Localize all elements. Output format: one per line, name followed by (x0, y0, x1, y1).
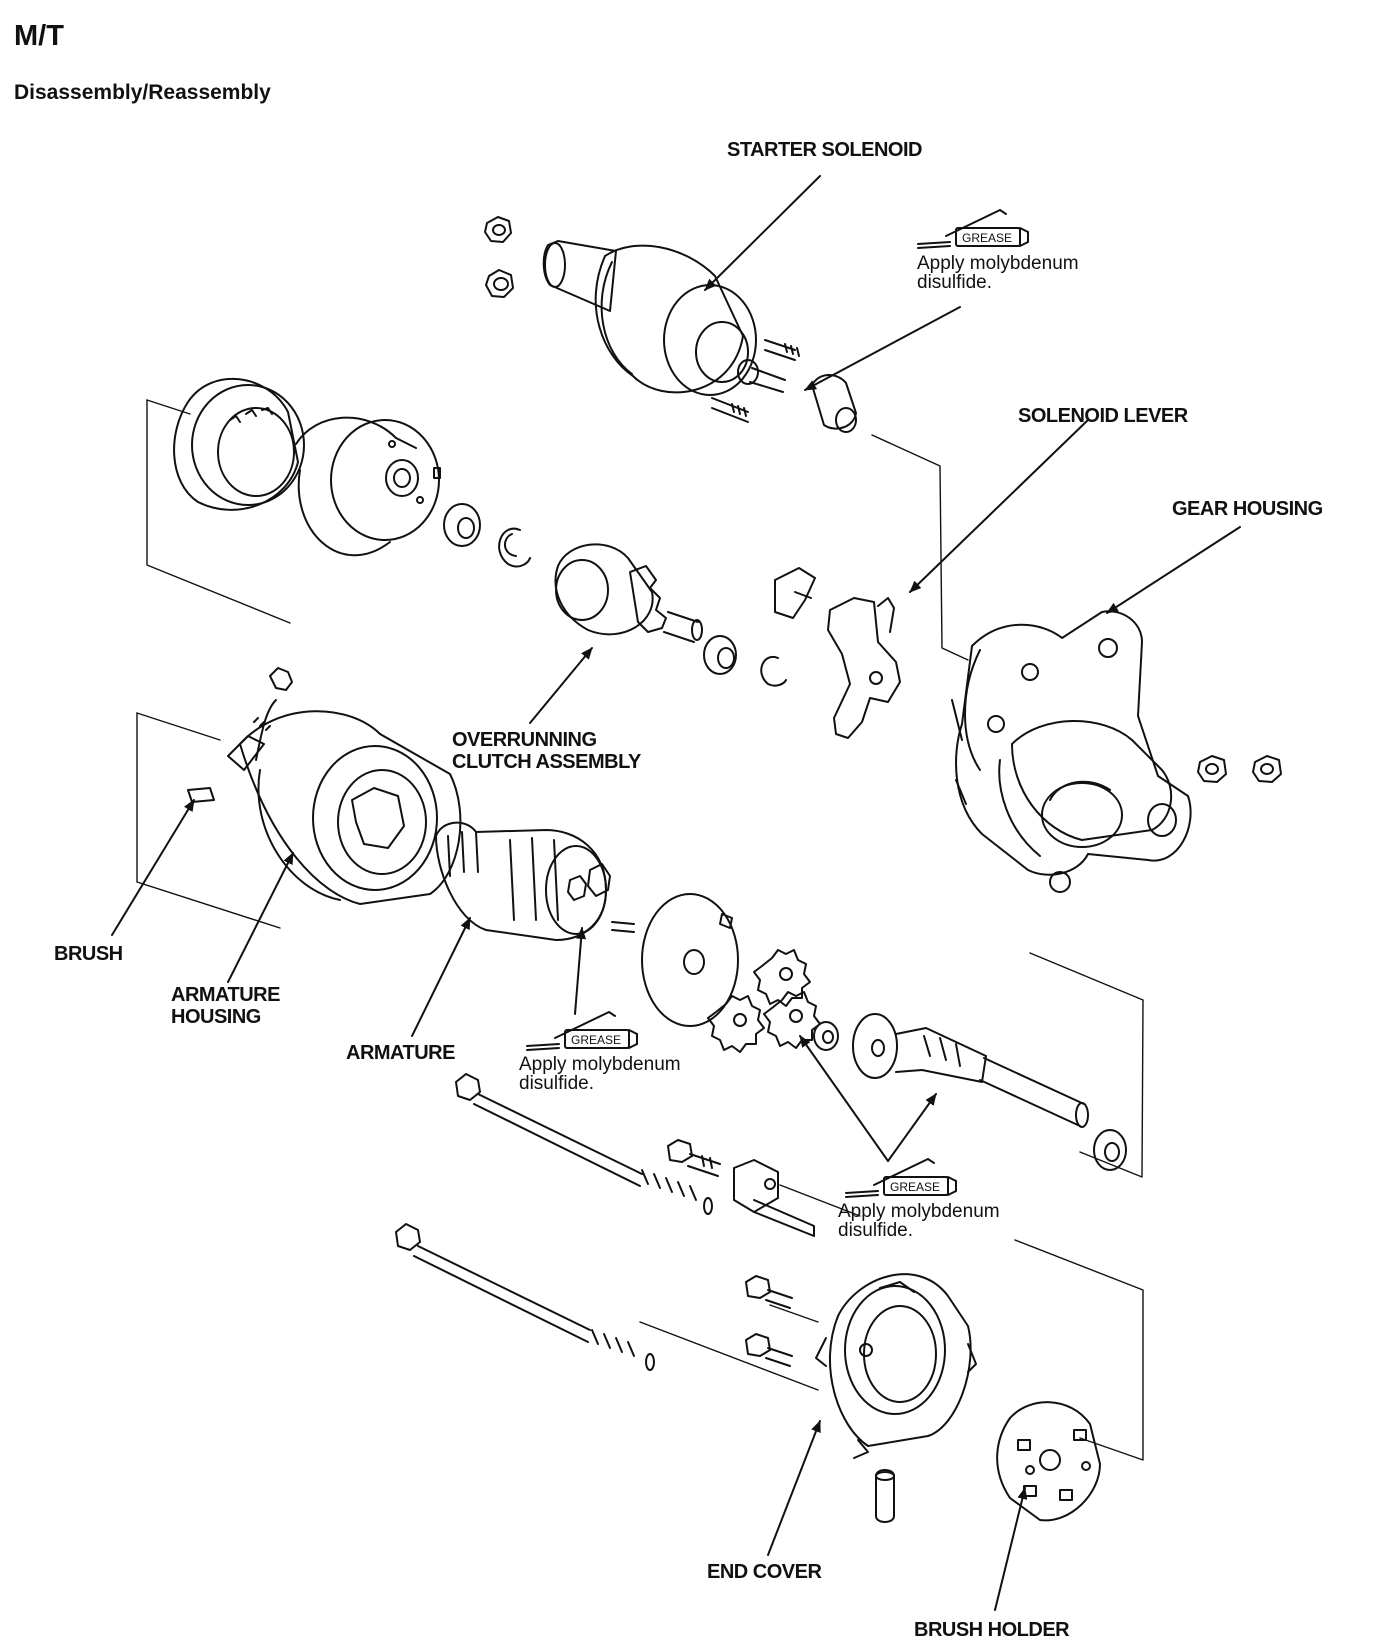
armature (435, 821, 635, 941)
gear-housing-nut-1 (1197, 755, 1227, 783)
armature-plate (641, 893, 739, 1027)
through-bolt-1 (455, 1073, 713, 1215)
planetary-gear-3 (763, 991, 821, 1049)
assembly-guide-lines (136, 399, 1144, 1461)
brush-holder (996, 1401, 1101, 1522)
gear-carrier (295, 416, 441, 557)
label-armature: ARMATURE (346, 1042, 455, 1064)
label-starter-solenoid: STARTER SOLENOID (727, 139, 922, 161)
armature-housing (187, 667, 462, 905)
grease-note-1-line2: disulfide. (917, 272, 992, 293)
section-title: Disassembly/Reassembly (14, 81, 271, 104)
snap-ring-top (498, 527, 531, 568)
washer-top (443, 503, 481, 547)
screw-1 (667, 1139, 721, 1177)
through-bolt-2 (395, 1223, 655, 1371)
grease-note-2-line1: Apply molybdenum (519, 1054, 681, 1075)
grease-tag-2-text: GREASE (571, 1033, 621, 1047)
solenoid-lever (774, 567, 901, 739)
leader-lines (111, 175, 1241, 1611)
small-washer (813, 1021, 839, 1051)
grease-note-3-line2: disulfide. (838, 1220, 913, 1241)
label-armature-housing-2: HOUSING (171, 1006, 261, 1028)
grease-note-2-line2: disulfide. (519, 1073, 594, 1094)
grease-note-3-line1: Apply molybdenum (838, 1201, 1000, 1222)
planetary-gear-1 (753, 949, 811, 1007)
end-cover (815, 1273, 977, 1523)
label-overrunning-clutch-1: OVERRUNNING (452, 729, 597, 751)
page-title: M/T (14, 20, 64, 52)
gear-housing-nut-2 (1252, 755, 1282, 783)
grease-tag-2: GREASE (526, 1010, 638, 1051)
overrunning-clutch (554, 543, 703, 643)
snap-ring-mid (760, 655, 787, 687)
grease-tag-1: GREASE (917, 208, 1029, 249)
label-armature-housing-1: ARMATURE (171, 984, 280, 1006)
starter-solenoid (484, 216, 857, 433)
screw-2 (745, 1275, 793, 1309)
label-solenoid-lever: SOLENOID LEVER (1018, 405, 1188, 427)
shaft-end-washer (1093, 1129, 1127, 1171)
grease-tag-1-text: GREASE (962, 231, 1012, 245)
planetary-gear-2 (707, 995, 765, 1053)
label-end-cover: END COVER (707, 1561, 822, 1583)
label-brush: BRUSH (54, 943, 123, 965)
grease-tag-3: GREASE (845, 1157, 957, 1198)
pinion-shaft (852, 1013, 1089, 1128)
stop-collar (703, 635, 737, 675)
label-brush-holder: BRUSH HOLDER (914, 1619, 1070, 1641)
grease-note-1-line1: Apply molybdenum (917, 253, 1079, 274)
label-overrunning-clutch-2: CLUTCH ASSEMBLY (452, 751, 641, 773)
grease-tag-3-text: GREASE (890, 1180, 940, 1194)
label-gear-housing: GEAR HOUSING (1172, 498, 1323, 520)
gear-housing (951, 610, 1192, 893)
internal-gear-ring (173, 377, 305, 511)
screw-3 (745, 1333, 793, 1367)
bracket (733, 1159, 815, 1237)
